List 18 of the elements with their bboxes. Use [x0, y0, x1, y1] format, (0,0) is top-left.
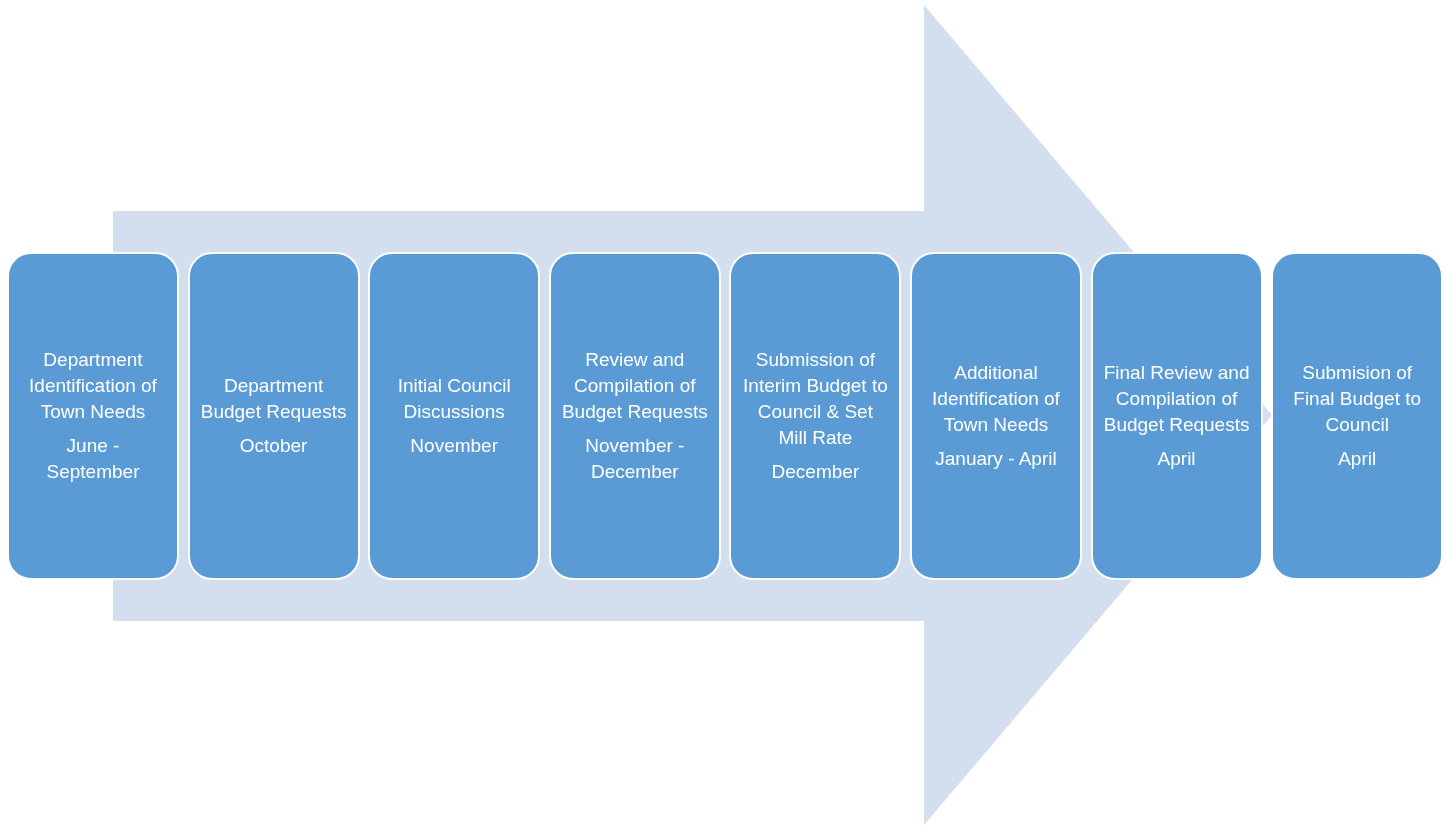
step-title: Review and Compilation of Budget Requests	[560, 348, 709, 424]
step-period: October	[239, 434, 308, 458]
step-period: April	[1157, 447, 1196, 471]
step-period: June - September	[45, 434, 141, 484]
process-box	[1271, 252, 1444, 580]
step-title: Submission of Interim Budget to Council & Set Mill Rate	[742, 348, 889, 450]
process-box	[7, 252, 179, 580]
step-period: April	[1338, 447, 1377, 471]
step-title: Additional Identification of Town Needs	[931, 361, 1061, 437]
step-period: November - December	[584, 434, 686, 484]
step-period: November	[410, 434, 498, 458]
step-title: Department Identification of Town Needs	[28, 348, 158, 424]
step-title: Department Budget Requests	[199, 374, 348, 424]
step-title: Initial Council Discussions	[396, 374, 512, 424]
step-period: December	[771, 460, 860, 484]
step-title: Submision of Final Budget to Council	[1292, 361, 1423, 437]
step-title: Final Review and Compilation of Budget Requests	[1102, 361, 1251, 437]
step-period: January - April	[935, 447, 1057, 471]
